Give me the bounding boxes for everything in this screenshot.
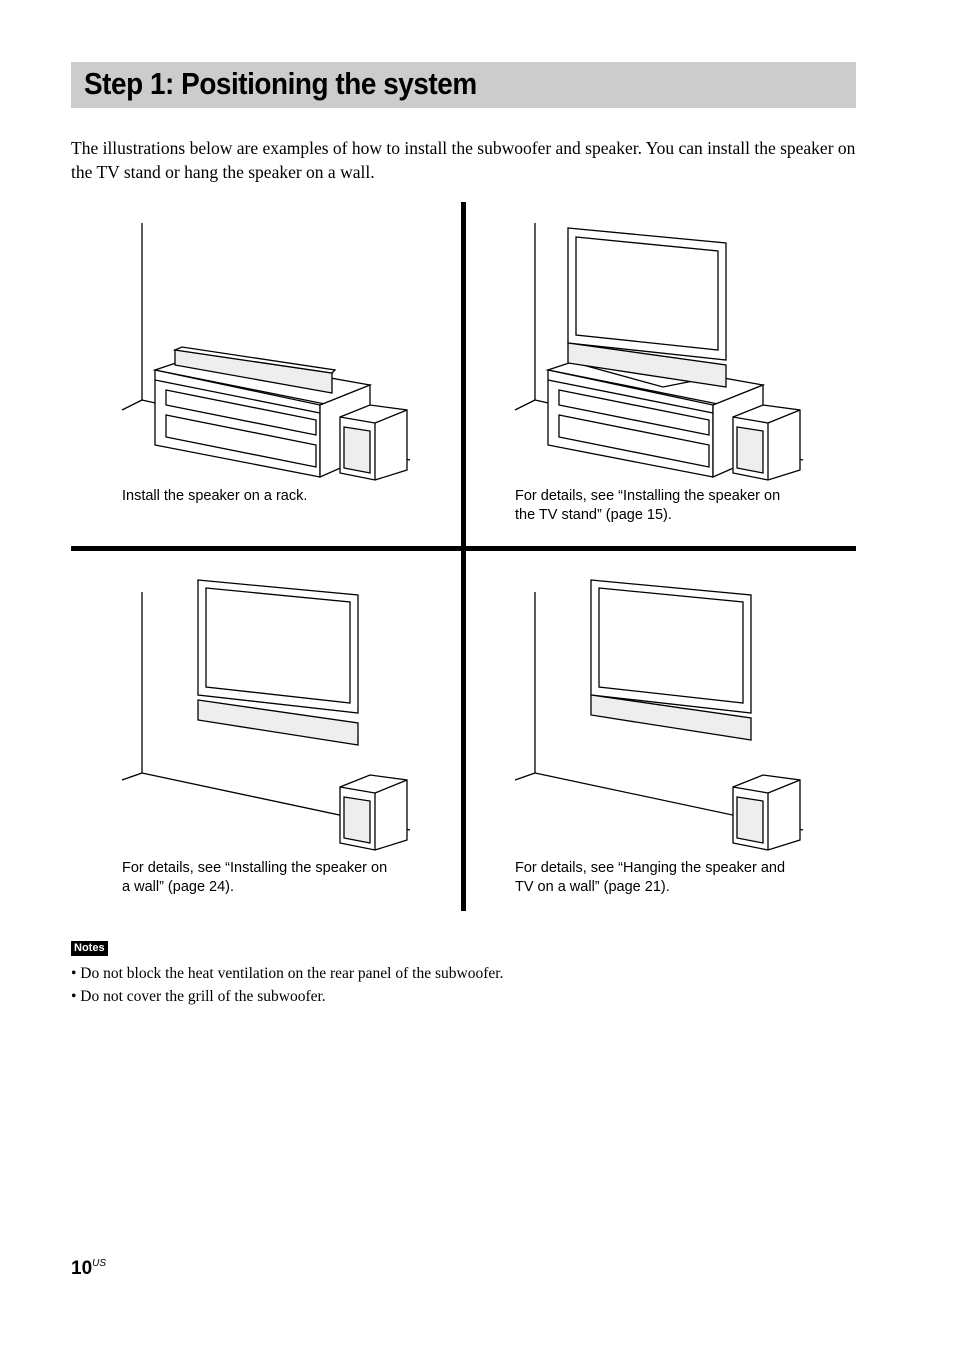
caption-wall-line1: For details, see “Installing the speaker… bbox=[122, 860, 388, 876]
illustration-tv-stand bbox=[513, 215, 853, 555]
grid-divider-vertical bbox=[461, 202, 466, 911]
illustration-speaker-tv-wall bbox=[513, 575, 853, 915]
page-title: Step 1: Positioning the system bbox=[84, 66, 477, 101]
illustration-rack bbox=[120, 215, 460, 555]
notes-label: Notes bbox=[71, 941, 108, 956]
section-title-bar: Step 1: Positioning the system bbox=[71, 62, 856, 108]
caption-speaker-tv-wall-line2: TV on a wall” (page 21). bbox=[515, 879, 670, 895]
soundbar-illustration bbox=[590, 694, 752, 741]
caption-tv-stand-line1: For details, see “Installing the speaker… bbox=[515, 488, 781, 504]
caption-speaker-tv-wall-line1: For details, see “Hanging the speaker an… bbox=[515, 860, 786, 876]
soundbar-illustration bbox=[197, 699, 359, 746]
page-number-suffix: US bbox=[92, 1258, 107, 1269]
caption-tv-stand-line2: the TV stand” (page 15). bbox=[515, 507, 672, 523]
soundbar-illustration bbox=[172, 346, 337, 394]
caption-wall: For details, see “Installing the speaker… bbox=[122, 859, 387, 897]
subwoofer-illustration bbox=[339, 774, 408, 851]
notes-list: • Do not block the heat ventilation on t… bbox=[71, 962, 503, 1008]
note-item: • Do not block the heat ventilation on t… bbox=[71, 965, 504, 982]
caption-rack-text: Install the speaker on a rack. bbox=[122, 488, 308, 504]
caption-wall-line2: a wall” (page 24). bbox=[122, 879, 235, 895]
intro-paragraph: The illustrations below are examples of … bbox=[71, 138, 856, 182]
caption-rack: Install the speaker on a rack. bbox=[122, 487, 307, 506]
tv-illustration bbox=[197, 579, 359, 714]
subwoofer-illustration bbox=[339, 404, 408, 481]
caption-speaker-tv-wall: For details, see “Hanging the speaker an… bbox=[515, 859, 785, 897]
soundbar-illustration bbox=[567, 342, 727, 388]
subwoofer-illustration bbox=[732, 404, 801, 481]
grid-divider-horizontal bbox=[71, 546, 856, 551]
illustration-wall bbox=[120, 575, 460, 915]
caption-tv-stand: For details, see “Installing the speaker… bbox=[515, 487, 780, 525]
page-number-value: 10 bbox=[71, 1258, 93, 1279]
tv-illustration bbox=[590, 579, 752, 714]
note-item: • Do not cover the grill of the subwoofe… bbox=[71, 988, 326, 1005]
subwoofer-illustration bbox=[732, 774, 801, 851]
page-number: 10US bbox=[71, 1258, 106, 1280]
